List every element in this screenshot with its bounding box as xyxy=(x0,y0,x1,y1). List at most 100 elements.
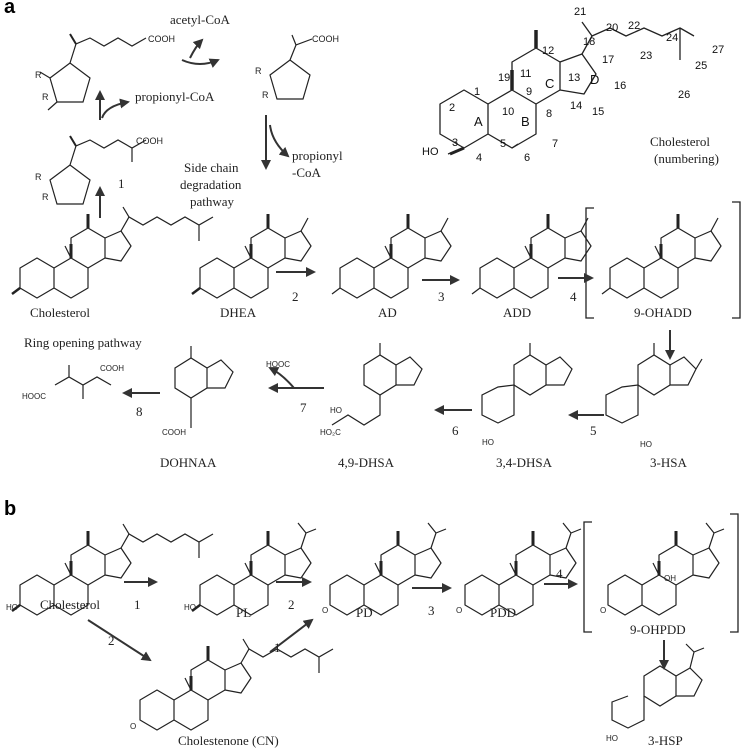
pos-14: 14 xyxy=(570,100,583,112)
pdd-structure xyxy=(465,522,582,615)
pos-25: 25 xyxy=(695,60,708,72)
oh-b-9ohpdd: OH xyxy=(664,574,676,583)
ho2c-1: HO₂C xyxy=(320,428,341,437)
r-4: R xyxy=(42,192,49,202)
numbering-caption-2: (numbering) xyxy=(654,151,719,166)
pos-5: 5 xyxy=(500,138,507,150)
step-a-2: 2 xyxy=(292,289,299,304)
cholesterol-numbering-structure xyxy=(439,21,695,156)
numbering-ho: HO xyxy=(422,146,439,158)
step-a-3: 3 xyxy=(438,289,445,304)
panel-b-arrows xyxy=(87,577,669,670)
pos-26: 26 xyxy=(678,89,691,101)
pos-11: 11 xyxy=(520,68,532,80)
ho-1: HO xyxy=(330,406,342,415)
compound-b-cholestenone: Cholestenone (CN) xyxy=(178,733,279,748)
step-a-4: 4 xyxy=(570,289,577,304)
propionyl-coa-split-2: -CoA xyxy=(292,165,321,180)
cholesterol-b-structure xyxy=(11,523,214,615)
pos-3: 3 xyxy=(452,137,459,149)
pos-6: 6 xyxy=(524,152,531,164)
pos-9: 9 xyxy=(526,86,533,98)
cooh-5: COOH xyxy=(162,428,186,437)
3-4-dhsa-structure xyxy=(481,343,573,424)
o-b-9ohpdd: O xyxy=(600,606,607,615)
compound-b-cholesterol: Cholesterol xyxy=(40,597,100,612)
compound-b-9-ohpdd: 9-OHPDD xyxy=(630,622,686,637)
side-chain-pathway-line-2: degradation xyxy=(180,177,242,192)
pos-8: 8 xyxy=(546,108,553,120)
r-3: R xyxy=(35,172,42,182)
ho-b-1: HO xyxy=(6,603,18,612)
bracket-right-9-ohadd xyxy=(732,201,741,319)
cooh-2: COOH xyxy=(136,136,163,146)
hooc-1: HOOC xyxy=(22,392,46,401)
numbering-caption-1: Cholesterol xyxy=(650,134,710,149)
pos-1: 1 xyxy=(474,86,481,98)
r-5: R xyxy=(255,66,262,76)
compound-dohnaa: DOHNAA xyxy=(160,455,217,470)
pos-21: 21 xyxy=(574,6,587,18)
cholestenone-structure xyxy=(140,638,334,730)
3-hsa-structure xyxy=(605,343,703,424)
pos-24: 24 xyxy=(666,32,679,44)
9-ohpdd-structure xyxy=(608,522,725,615)
pos-4: 4 xyxy=(476,152,483,164)
ho-b-2: HO xyxy=(184,603,196,612)
pos-7: 7 xyxy=(552,138,559,150)
step-a-7: 7 xyxy=(300,400,307,415)
compound-b-pl: PL xyxy=(236,605,252,620)
panel-a-arrows xyxy=(95,38,675,420)
ho-b-3hsp: HO xyxy=(606,734,618,743)
compound-3-4-dhsa: 3,4-DHSA xyxy=(496,455,552,470)
cooh-1: COOH xyxy=(148,34,175,44)
pos-20: 20 xyxy=(606,22,619,34)
hooc-2: HOOC xyxy=(266,360,290,369)
o-b-pd: O xyxy=(322,606,329,615)
ring-opening-product-structure xyxy=(54,365,112,399)
4-9-dhsa-structure xyxy=(331,343,423,426)
o-b-cn: O xyxy=(130,722,137,731)
side-chain-acid-3 xyxy=(269,34,313,100)
o-b-pdd: O xyxy=(456,606,463,615)
step-b-4: 4 xyxy=(556,566,563,581)
pos-19: 19 xyxy=(498,72,511,84)
pos-22: 22 xyxy=(628,20,641,32)
pos-2: 2 xyxy=(449,102,456,114)
step-b-3: 3 xyxy=(428,603,435,618)
pos-23: 23 xyxy=(640,50,653,62)
arrow-b-cn-to-pd xyxy=(269,618,314,653)
side-chain-pathway-line-3: pathway xyxy=(190,194,235,209)
dohnaa-structure xyxy=(174,346,234,428)
step-a-5: 5 xyxy=(590,423,597,438)
9-ohadd-structure xyxy=(601,214,721,298)
ho-2: HO xyxy=(482,438,494,447)
compound-add: ADD xyxy=(503,305,532,320)
arrow-step-7-curl xyxy=(268,367,295,389)
step-b-2: 2 xyxy=(288,597,295,612)
side-chain-acid-2 xyxy=(49,135,147,205)
ring-a-label: A xyxy=(474,114,483,129)
compound-4-9-dhsa: 4,9-DHSA xyxy=(338,455,394,470)
bracket-left-9-ohadd xyxy=(585,207,594,319)
cooh-4: COOH xyxy=(100,364,124,373)
pd-structure xyxy=(330,522,447,615)
compound-3-hsa: 3-HSA xyxy=(650,455,687,470)
propionyl-coa-split-1: propionyl xyxy=(292,148,343,163)
pl-structure xyxy=(191,522,317,615)
step-b-2-alt: 2 xyxy=(108,633,115,648)
ring-opening-pathway-label: Ring opening pathway xyxy=(24,335,142,350)
step-b-1: 1 xyxy=(134,597,141,612)
propionyl-coa-label: propionyl-CoA xyxy=(135,89,215,104)
ad-structure xyxy=(331,214,451,298)
cooh-3: COOH xyxy=(312,34,339,44)
bracket-right-9-ohpdd xyxy=(730,513,739,633)
pos-27: 27 xyxy=(712,44,725,56)
step-b-1-alt: 1 xyxy=(274,640,281,655)
pos-10: 10 xyxy=(502,106,515,118)
panel-a-label: a xyxy=(4,0,16,18)
cholesterol-structure xyxy=(11,206,214,298)
pos-17: 17 xyxy=(602,54,615,66)
ring-d-label: D xyxy=(590,72,600,87)
acetyl-coa-label: acetyl-CoA xyxy=(170,12,230,27)
